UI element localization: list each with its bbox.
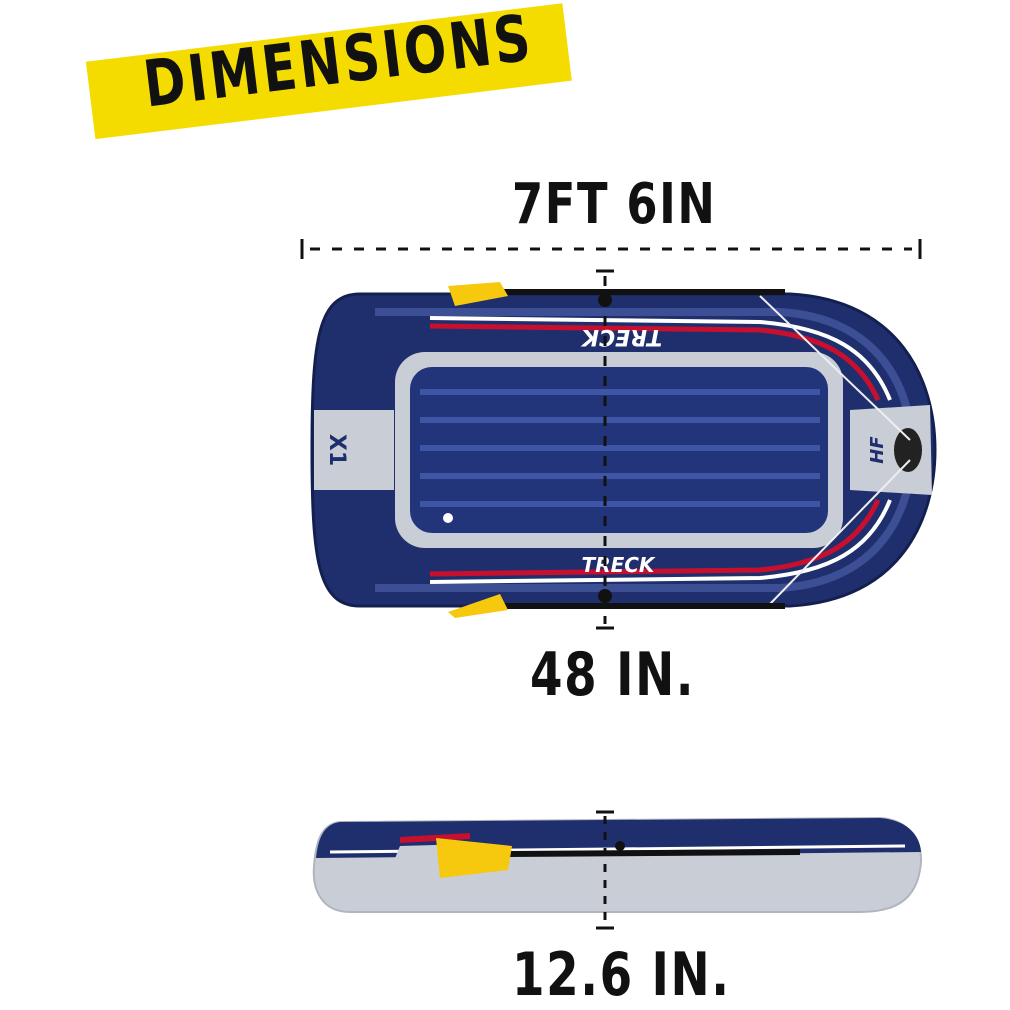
oar-top (448, 282, 785, 306)
boat-side-view (312, 816, 922, 913)
width-label: 48 IN. (530, 640, 696, 710)
model-text: X1 (324, 434, 349, 466)
length-label: 7FT 6IN (512, 172, 717, 237)
width-measure-line (596, 269, 614, 630)
brand-bottom-text: TRECK (582, 553, 656, 577)
boat-top-view: TRECK TRECK X1 HF (310, 282, 937, 618)
height-measure-line (596, 810, 614, 930)
brand-top-text: TRECK (580, 324, 662, 349)
height-label: 12.6 IN. (512, 940, 731, 1010)
oar-bottom (448, 594, 785, 618)
length-measure-line (300, 239, 922, 259)
stern-badge-text: HF (867, 436, 888, 464)
